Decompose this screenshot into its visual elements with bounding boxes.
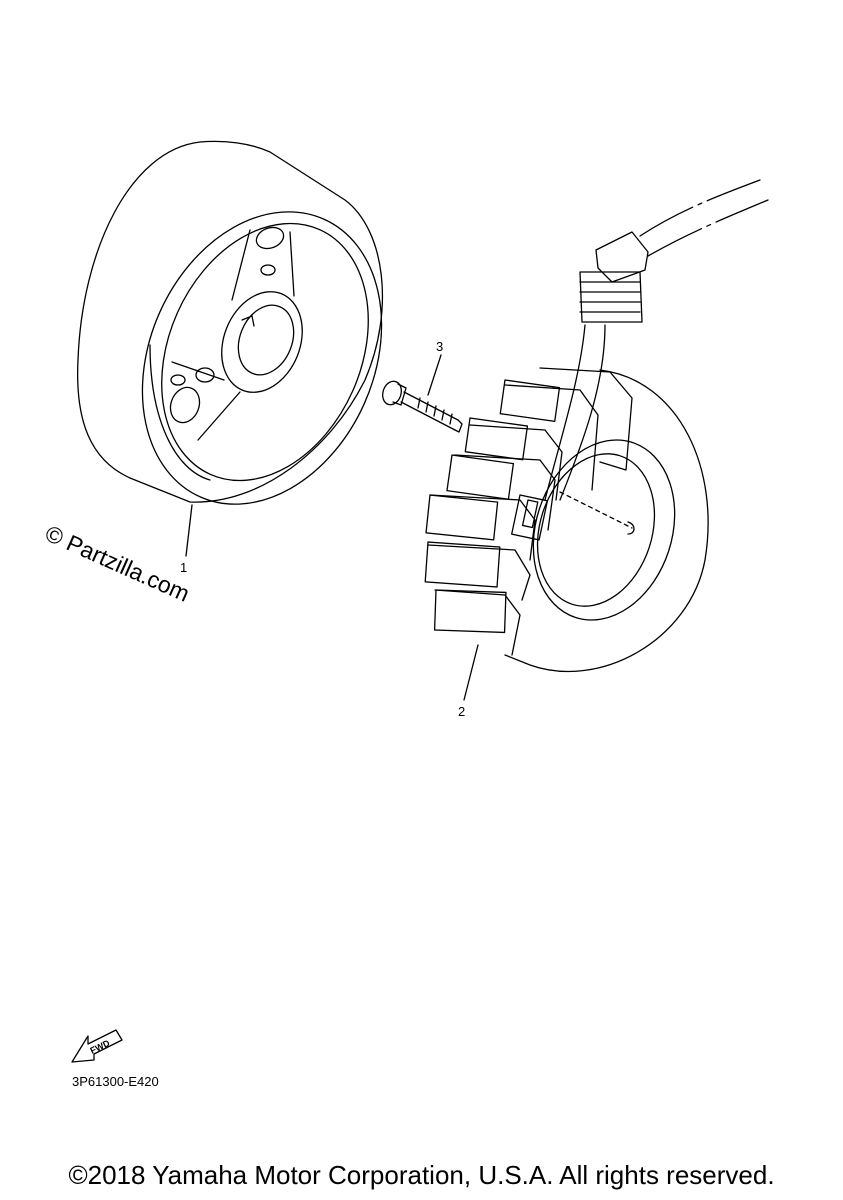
leader-line-1 — [185, 504, 193, 557]
copyright-notice: ©2018 Yamaha Motor Corporation, U.S.A. A… — [68, 1160, 775, 1190]
callout-2[interactable]: 2 — [458, 704, 465, 719]
diagram-code: 3P61300-E420 — [72, 1074, 159, 1089]
fwd-label: FWD — [88, 1038, 111, 1056]
stator-assembly[interactable] — [424, 179, 769, 673]
bolt[interactable] — [380, 379, 463, 433]
flywheel-rotor[interactable] — [76, 140, 427, 542]
callout-1[interactable]: 1 — [180, 560, 187, 575]
callout-3[interactable]: 3 — [436, 339, 443, 354]
leader-line-2 — [463, 644, 479, 701]
leader-line-3 — [427, 354, 442, 396]
fwd-arrow-icon: FWD — [71, 1029, 123, 1063]
